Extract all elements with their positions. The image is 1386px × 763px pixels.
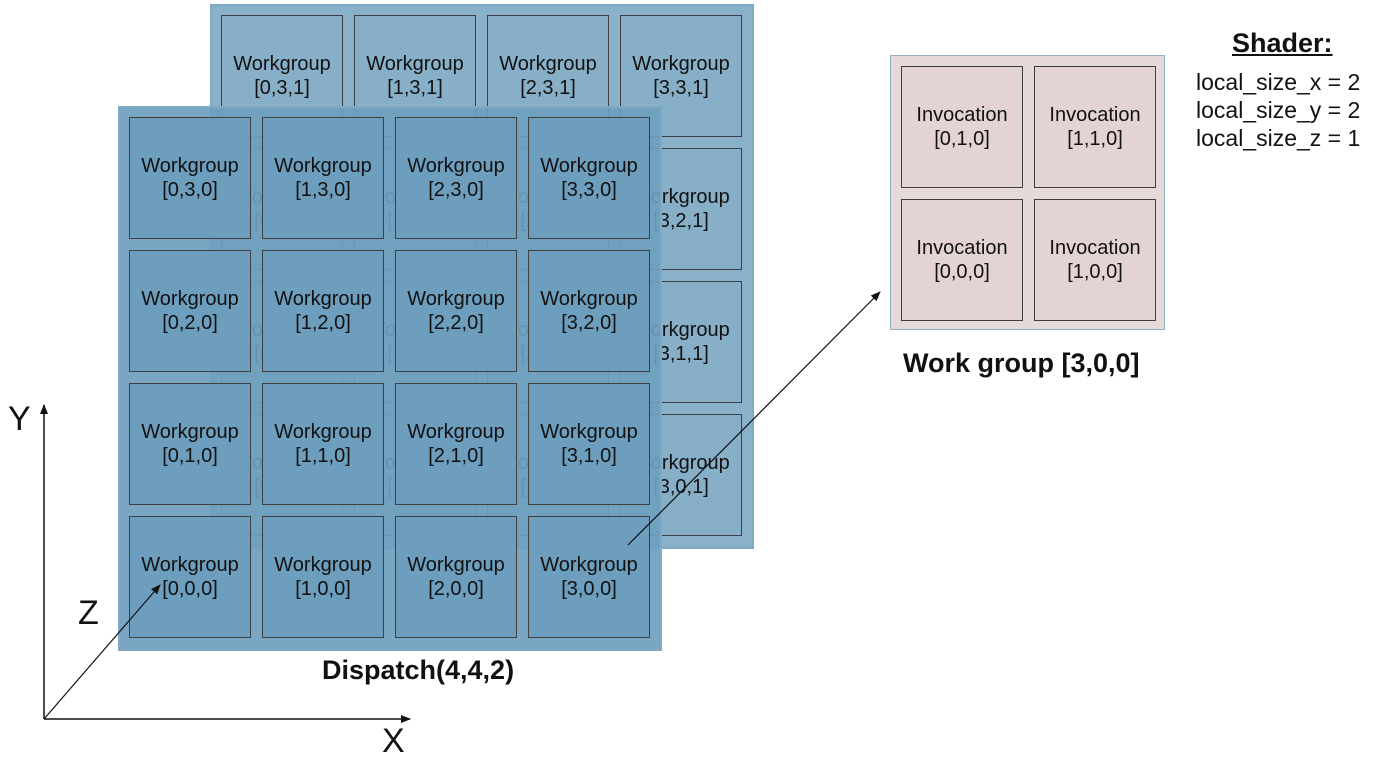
workgroup-cell-label: Workgroup <box>141 421 239 443</box>
workgroup-cell-label: Workgroup <box>540 421 638 443</box>
workgroup-cell-label: Workgroup <box>274 155 372 177</box>
workgroup-cell-index: [3,2,1] <box>653 210 709 232</box>
workgroup-cell: Workgroup[3,0,0] <box>528 516 650 638</box>
z-axis-arrow <box>43 584 161 720</box>
shader-local-size-list: local_size_x = 2 local_size_y = 2 local_… <box>1196 68 1360 152</box>
workgroup-cell-label: Workgroup <box>540 554 638 576</box>
shader-local-size-x: local_size_x = 2 <box>1196 69 1361 95</box>
workgroup-cell: Workgroup[2,2,0] <box>395 250 517 372</box>
workgroup-cell-index: [0,3,0] <box>162 179 218 201</box>
workgroup-cell-label: Workgroup <box>274 554 372 576</box>
workgroup-cell-index: [1,3,1] <box>387 77 443 99</box>
workgroup-cell-index: [1,3,0] <box>295 179 351 201</box>
workgroup-cell-label: Workgroup <box>540 288 638 310</box>
z-axis-label: Z <box>78 594 99 632</box>
workgroup-cell-index: [2,0,0] <box>428 578 484 600</box>
workgroup-cell-label: Workgroup <box>274 421 372 443</box>
workgroup-cell-index: [3,3,1] <box>653 77 709 99</box>
workgroup-caption: Work group [3,0,0] <box>903 348 1140 378</box>
workgroup-cell-index: [3,0,1] <box>653 476 709 498</box>
workgroup-cell: Workgroup[1,1,0] <box>262 383 384 505</box>
invocation-cell-label: Invocation <box>1049 104 1141 126</box>
invocation-cell-index: [0,1,0] <box>934 128 990 150</box>
workgroup-detail-panel: Invocation[0,1,0]Invocation[1,1,0]Invoca… <box>890 55 1165 330</box>
workgroup-cell-label: Workgroup <box>540 155 638 177</box>
invocation-cell-index: [1,1,0] <box>1067 128 1123 150</box>
workgroup-cell: Workgroup[1,3,0] <box>262 117 384 239</box>
workgroup-cell-label: Workgroup <box>407 155 505 177</box>
workgroup-cell-label: Workgroup <box>407 288 505 310</box>
y-axis-label: Y <box>8 400 31 438</box>
workgroup-cell-label: Workgroup <box>632 53 730 75</box>
workgroup-cell-index: [3,2,0] <box>561 312 617 334</box>
workgroup-cell-index: [3,1,0] <box>561 445 617 467</box>
shader-local-size-y: local_size_y = 2 <box>1196 97 1361 123</box>
workgroup-cell-index: [2,3,0] <box>428 179 484 201</box>
workgroup-cell-index: [1,1,0] <box>295 445 351 467</box>
invocation-cell: Invocation[1,0,0] <box>1034 199 1156 321</box>
workgroup-cell-index: [1,0,0] <box>295 578 351 600</box>
workgroup-cell: Workgroup[1,0,0] <box>262 516 384 638</box>
invocation-cell: Invocation[1,1,0] <box>1034 66 1156 188</box>
workgroup-cell: Workgroup[0,2,0] <box>129 250 251 372</box>
x-axis-label: X <box>382 722 405 760</box>
workgroup-cell: Workgroup[3,1,0] <box>528 383 650 505</box>
workgroup-cell: Workgroup[3,3,0] <box>528 117 650 239</box>
dispatch-caption: Dispatch(4,4,2) <box>322 655 515 685</box>
invocation-cell-index: [0,0,0] <box>934 261 990 283</box>
workgroup-cell: Workgroup[2,1,0] <box>395 383 517 505</box>
invocation-cell: Invocation[0,1,0] <box>901 66 1023 188</box>
workgroup-cell-index: [0,3,1] <box>254 77 310 99</box>
shader-title: Shader: <box>1232 28 1333 58</box>
workgroup-cell: Workgroup[3,2,0] <box>528 250 650 372</box>
workgroup-cell: Workgroup[2,0,0] <box>395 516 517 638</box>
workgroup-cell-index: [1,2,0] <box>295 312 351 334</box>
workgroup-cell-label: Workgroup <box>407 554 505 576</box>
workgroup-cell-index: [2,3,1] <box>520 77 576 99</box>
workgroup-cell: Workgroup[0,3,0] <box>129 117 251 239</box>
invocation-cell-index: [1,0,0] <box>1067 261 1123 283</box>
workgroup-cell-index: [0,2,0] <box>162 312 218 334</box>
zoom-arrow <box>627 291 881 546</box>
workgroup-cell-label: Workgroup <box>499 53 597 75</box>
workgroup-cell-index: [2,1,0] <box>428 445 484 467</box>
dispatch-layer-z0: Workgroup[0,3,0]Workgroup[1,3,0]Workgrou… <box>118 106 662 651</box>
workgroup-cell-index: [2,2,0] <box>428 312 484 334</box>
workgroup-cell-label: Workgroup <box>141 155 239 177</box>
workgroup-cell-index: [3,0,0] <box>561 578 617 600</box>
workgroup-cell-index: [0,1,0] <box>162 445 218 467</box>
workgroup-cell: Workgroup[0,1,0] <box>129 383 251 505</box>
workgroup-cell-index: [3,3,0] <box>561 179 617 201</box>
workgroup-cell: Workgroup[1,2,0] <box>262 250 384 372</box>
invocation-cell-label: Invocation <box>916 237 1008 259</box>
workgroup-cell-index: [3,1,1] <box>653 343 709 365</box>
workgroup-cell-label: Workgroup <box>407 421 505 443</box>
workgroup-cell: Workgroup[0,0,0] <box>129 516 251 638</box>
workgroup-cell-index: [0,0,0] <box>162 578 218 600</box>
workgroup-cell-label: Workgroup <box>141 288 239 310</box>
invocation-cell-label: Invocation <box>916 104 1008 126</box>
workgroup-cell-label: Workgroup <box>366 53 464 75</box>
workgroup-cell-label: Workgroup <box>274 288 372 310</box>
invocation-cell-label: Invocation <box>1049 237 1141 259</box>
workgroup-cell-label: Workgroup <box>233 53 331 75</box>
workgroup-cell-label: Workgroup <box>141 554 239 576</box>
shader-local-size-z: local_size_z = 1 <box>1196 125 1361 151</box>
invocation-cell: Invocation[0,0,0] <box>901 199 1023 321</box>
workgroup-cell: Workgroup[2,3,0] <box>395 117 517 239</box>
